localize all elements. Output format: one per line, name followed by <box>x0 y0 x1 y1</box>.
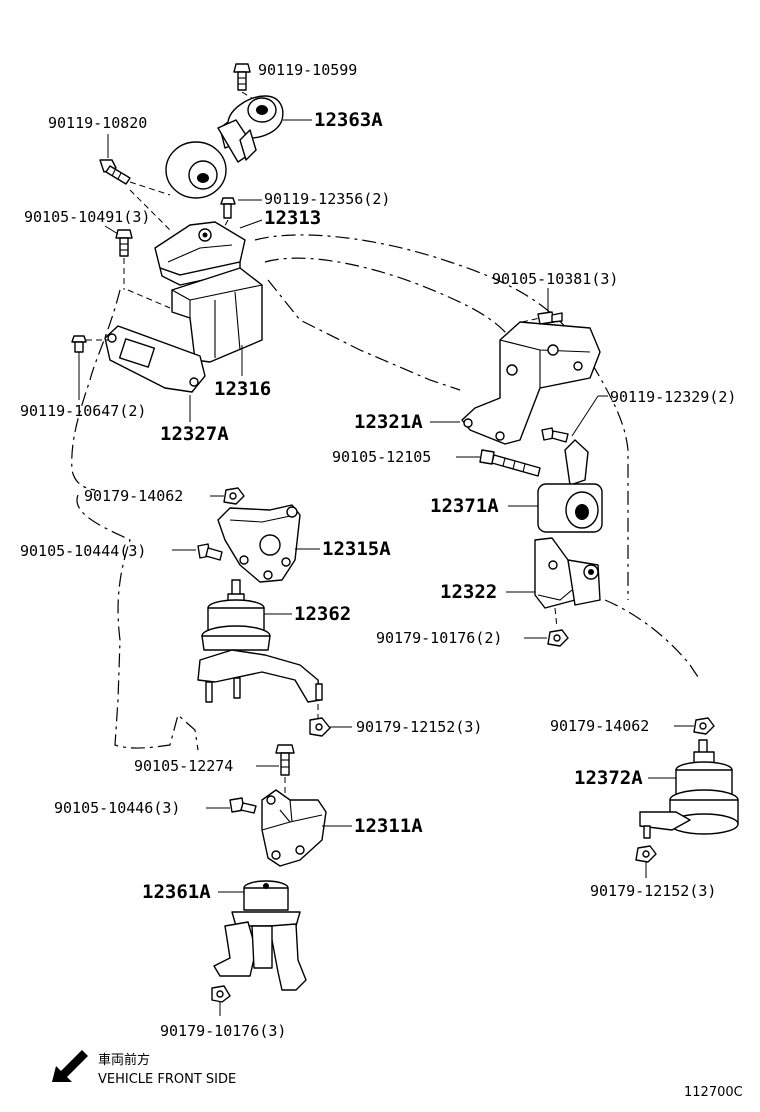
bolt-12329-icon <box>541 395 608 443</box>
bracket-12311a <box>261 789 352 867</box>
label-bolt-12356: 90119-12356(2) <box>264 190 390 208</box>
bolt-10491-icon <box>104 225 133 290</box>
label-bracket-12321a: 12321A <box>354 411 423 433</box>
label-bolt-12105: 90105-12105 <box>332 448 431 466</box>
mount-12371a <box>508 439 603 533</box>
label-bolt-10446: 90105-10446(3) <box>54 799 180 817</box>
label-bracket-12311a: 12311A <box>354 815 423 837</box>
label-bracket-12313: 12313 <box>264 207 321 229</box>
nut-10176-bottom-icon <box>211 985 231 1016</box>
label-nut-12152-left: 90179-12152(3) <box>356 718 482 736</box>
label-nut-14062-left: 90179-14062 <box>84 487 183 505</box>
bolt-10444-icon <box>172 543 223 561</box>
nut-14062-right-icon <box>674 717 715 735</box>
label-nut-10176-bottom: 90179-10176(3) <box>160 1022 286 1040</box>
bracket-12321a <box>430 317 601 445</box>
bolt-10647-icon <box>71 335 108 400</box>
bolt-10446-icon <box>206 797 257 814</box>
nut-10176-right-icon <box>524 629 569 647</box>
label-nut-14062-right: 90179-14062 <box>550 717 649 735</box>
label-bolt-10444: 90105-10444(3) <box>20 542 146 560</box>
label-nut-12152-right: 90179-12152(3) <box>590 882 716 900</box>
engine-outline <box>71 234 701 751</box>
label-bolt-top: 90119-10599 <box>258 61 357 79</box>
bracket-12313 <box>154 219 263 286</box>
label-mount-12361a: 12361A <box>142 881 211 903</box>
figure-code: 112700C <box>684 1085 743 1100</box>
bolt-12274-icon <box>256 744 295 795</box>
bolt-10381-icon <box>537 288 563 325</box>
label-mount-12362: 12362 <box>294 603 351 625</box>
label-mount-12372a: 12372A <box>574 767 643 789</box>
direction-japanese: 車両前方 <box>98 1052 150 1068</box>
label-bolt-12329: 90119-12329(2) <box>610 388 736 406</box>
vehicle-front-indicator: 車両前方 VEHICLE FRONT SIDE <box>52 1050 236 1087</box>
bolt-10820-icon <box>99 134 171 231</box>
label-bracket-12327a: 12327A <box>160 423 229 445</box>
nut-12152-left-icon <box>309 704 352 737</box>
label-nut-10176-right: 90179-10176(2) <box>376 629 502 647</box>
engine-mount-rh-upper <box>165 63 312 199</box>
bracket-12315a <box>217 504 320 583</box>
mount-12361a <box>213 880 307 991</box>
bolt-12105-icon <box>456 449 541 477</box>
label-bracket-12322: 12322 <box>440 581 497 603</box>
nut-12152-right-icon <box>635 845 657 878</box>
bolt-12356-icon <box>219 197 262 236</box>
label-bolt-12274: 90105-12274 <box>134 757 233 775</box>
label-bracket-12316: 12316 <box>214 378 271 400</box>
bracket-12327a <box>104 325 206 422</box>
label-mount-12371a: 12371A <box>430 495 499 517</box>
mount-12372a <box>639 739 739 839</box>
label-bolt-10647: 90119-10647(2) <box>20 402 146 420</box>
label-bolt-10820: 90119-10820 <box>48 114 147 132</box>
arrow-down-left-icon <box>52 1050 88 1082</box>
bracket-12322 <box>506 537 601 629</box>
nut-14062-left-icon <box>210 487 245 505</box>
label-mount-rh-upper: 12363A <box>314 109 383 131</box>
label-bracket-12315a: 12315A <box>322 538 391 560</box>
label-bolt-10491: 90105-10491(3) <box>24 208 150 226</box>
direction-english: VEHICLE FRONT SIDE <box>98 1072 236 1087</box>
bolt-top-icon <box>233 63 251 91</box>
mount-12362 <box>197 579 323 703</box>
label-bolt-10381: 90105-10381(3) <box>492 270 618 288</box>
part-number-labels: 90119-10599 12363A 90119-10820 90119-123… <box>20 61 736 1040</box>
bracket-12316 <box>127 267 263 376</box>
